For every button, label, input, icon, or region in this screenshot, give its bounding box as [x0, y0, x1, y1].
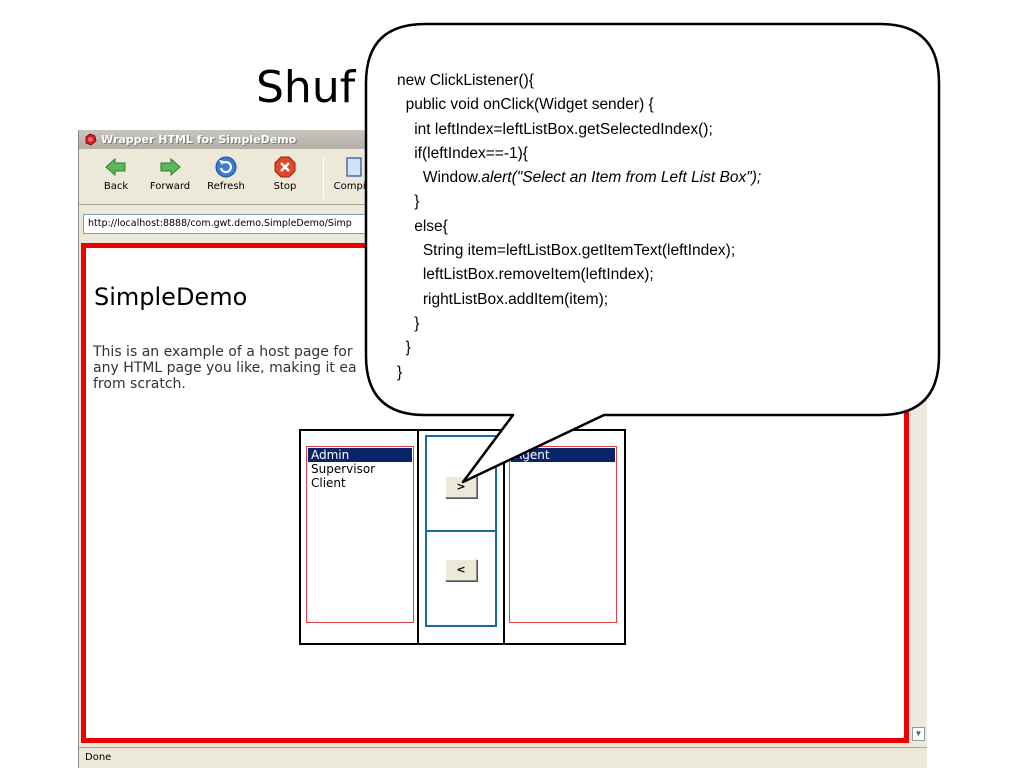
code-line: }	[397, 193, 420, 211]
code-line: leftListBox.removeItem(leftIndex);	[397, 266, 654, 284]
code-fragment-italic: alert("Select an Item from Left List Box…	[481, 169, 762, 187]
stop-label: Stop	[273, 181, 297, 192]
status-bar: Done	[79, 747, 927, 768]
refresh-icon	[215, 156, 237, 178]
left-column: Admin Supervisor Client	[301, 431, 419, 643]
code-fragment: Window.	[397, 169, 482, 187]
back-button[interactable]: Back	[91, 153, 141, 201]
right-list-box[interactable]: Agent	[509, 446, 617, 623]
move-right-cell: >	[425, 435, 497, 531]
stop-button[interactable]: Stop	[260, 153, 310, 201]
gwt-app-icon	[85, 133, 97, 146]
list-item[interactable]: Supervisor	[311, 462, 376, 476]
list-item[interactable]: Client	[311, 476, 346, 490]
window-title: Wrapper HTML for SimpleDemo	[101, 133, 297, 146]
description-line: from scratch.	[93, 376, 186, 392]
shuffle-widget: Admin Supervisor Client > < Agent	[299, 429, 626, 645]
move-right-button[interactable]: >	[445, 476, 477, 498]
code-line: int leftIndex=leftListBox.getSelectedInd…	[397, 120, 713, 138]
list-item[interactable]: Admin	[308, 448, 412, 462]
forward-label: Forward	[149, 181, 191, 192]
compile-icon	[346, 157, 362, 177]
refresh-label: Refresh	[207, 181, 245, 192]
code-line: public void onClick(Widget sender) {	[397, 96, 654, 114]
forward-button[interactable]: Forward	[145, 153, 195, 201]
scroll-down-icon[interactable]: ▼	[912, 727, 925, 741]
code-line: }	[397, 339, 411, 357]
compile-button[interactable]: Compil	[333, 153, 369, 201]
description-line: This is an example of a host page for	[93, 344, 353, 360]
code-line: if(leftIndex==-1){	[397, 144, 528, 162]
list-item[interactable]: Agent	[511, 448, 615, 462]
slide-title: Shuf	[256, 62, 356, 113]
refresh-button[interactable]: Refresh	[201, 153, 251, 201]
move-left-cell: <	[425, 531, 497, 627]
description-line: any HTML page you like, making it ea	[93, 360, 357, 376]
forward-arrow-icon	[160, 157, 181, 177]
code-line: new ClickListener(){	[397, 72, 534, 89]
left-list-box[interactable]: Admin Supervisor Client	[306, 446, 414, 623]
right-column: Agent	[505, 431, 624, 643]
page-heading: SimpleDemo	[94, 283, 248, 311]
toolbar-separator	[323, 157, 324, 199]
move-left-button[interactable]: <	[445, 559, 477, 581]
code-line: else{	[397, 217, 448, 235]
compile-label: Compil	[333, 181, 369, 192]
stop-icon	[274, 156, 296, 178]
button-column: > <	[419, 431, 505, 643]
callout-code: new ClickListener(){ public void onClick…	[397, 69, 917, 385]
code-line-alert: Window.alert("Select an Item from Left L…	[397, 166, 917, 190]
code-line: rightListBox.addItem(item);	[397, 290, 609, 308]
back-label: Back	[103, 181, 129, 192]
code-line: }	[397, 314, 420, 332]
back-arrow-icon	[105, 157, 126, 177]
code-line: String item=leftListBox.getItemText(left…	[397, 242, 736, 260]
page-description: This is an example of a host page for an…	[93, 344, 813, 392]
code-line: }	[397, 363, 403, 381]
